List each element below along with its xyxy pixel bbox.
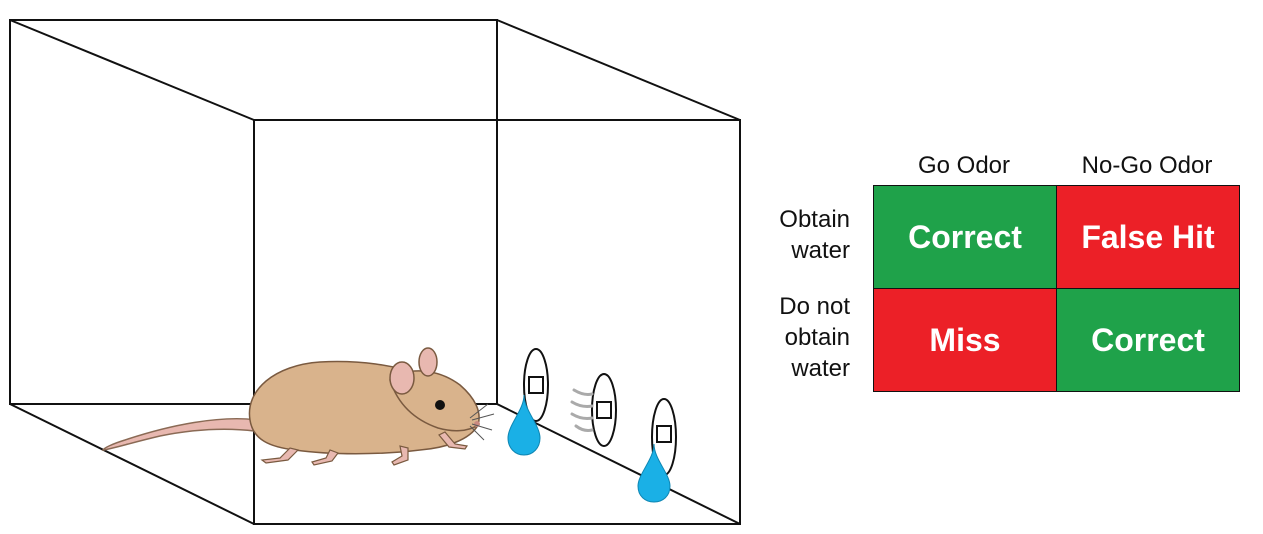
water-drop-icon [507,394,541,456]
column-header-no-go-odor: No-Go Odor [1081,152,1213,179]
outcome-cell-miss: Miss [874,289,1056,391]
column-header-go-odor: Go Odor [917,152,1011,179]
outcome-cell-hit: Correct [874,186,1056,288]
row-header-line: Obtain [779,206,850,233]
row-header-line: obtain [784,324,850,351]
row-header-line: Do not [779,293,850,320]
outcome-cell-correct-rejection: Correct [1057,289,1239,391]
chamber-box [9,19,741,525]
behavior-chamber-illustration [9,19,741,525]
mouse-illustration [101,347,495,466]
odor-puff-icon [570,388,594,432]
row-header-do-not-obtain-water: Do not obtain water [730,291,850,384]
row-header-line: water [791,237,850,264]
row-header-obtain-water: Obtain water [730,204,850,266]
outcome-cell-false-hit: False Hit [1057,186,1239,288]
odor-port-middle [591,373,617,447]
odor-port-right [651,398,677,476]
row-header-line: water [791,355,850,382]
odor-port-left [523,348,549,422]
water-drop-icon [637,443,671,503]
outcome-table: Correct False Hit Miss Correct [873,185,1240,392]
